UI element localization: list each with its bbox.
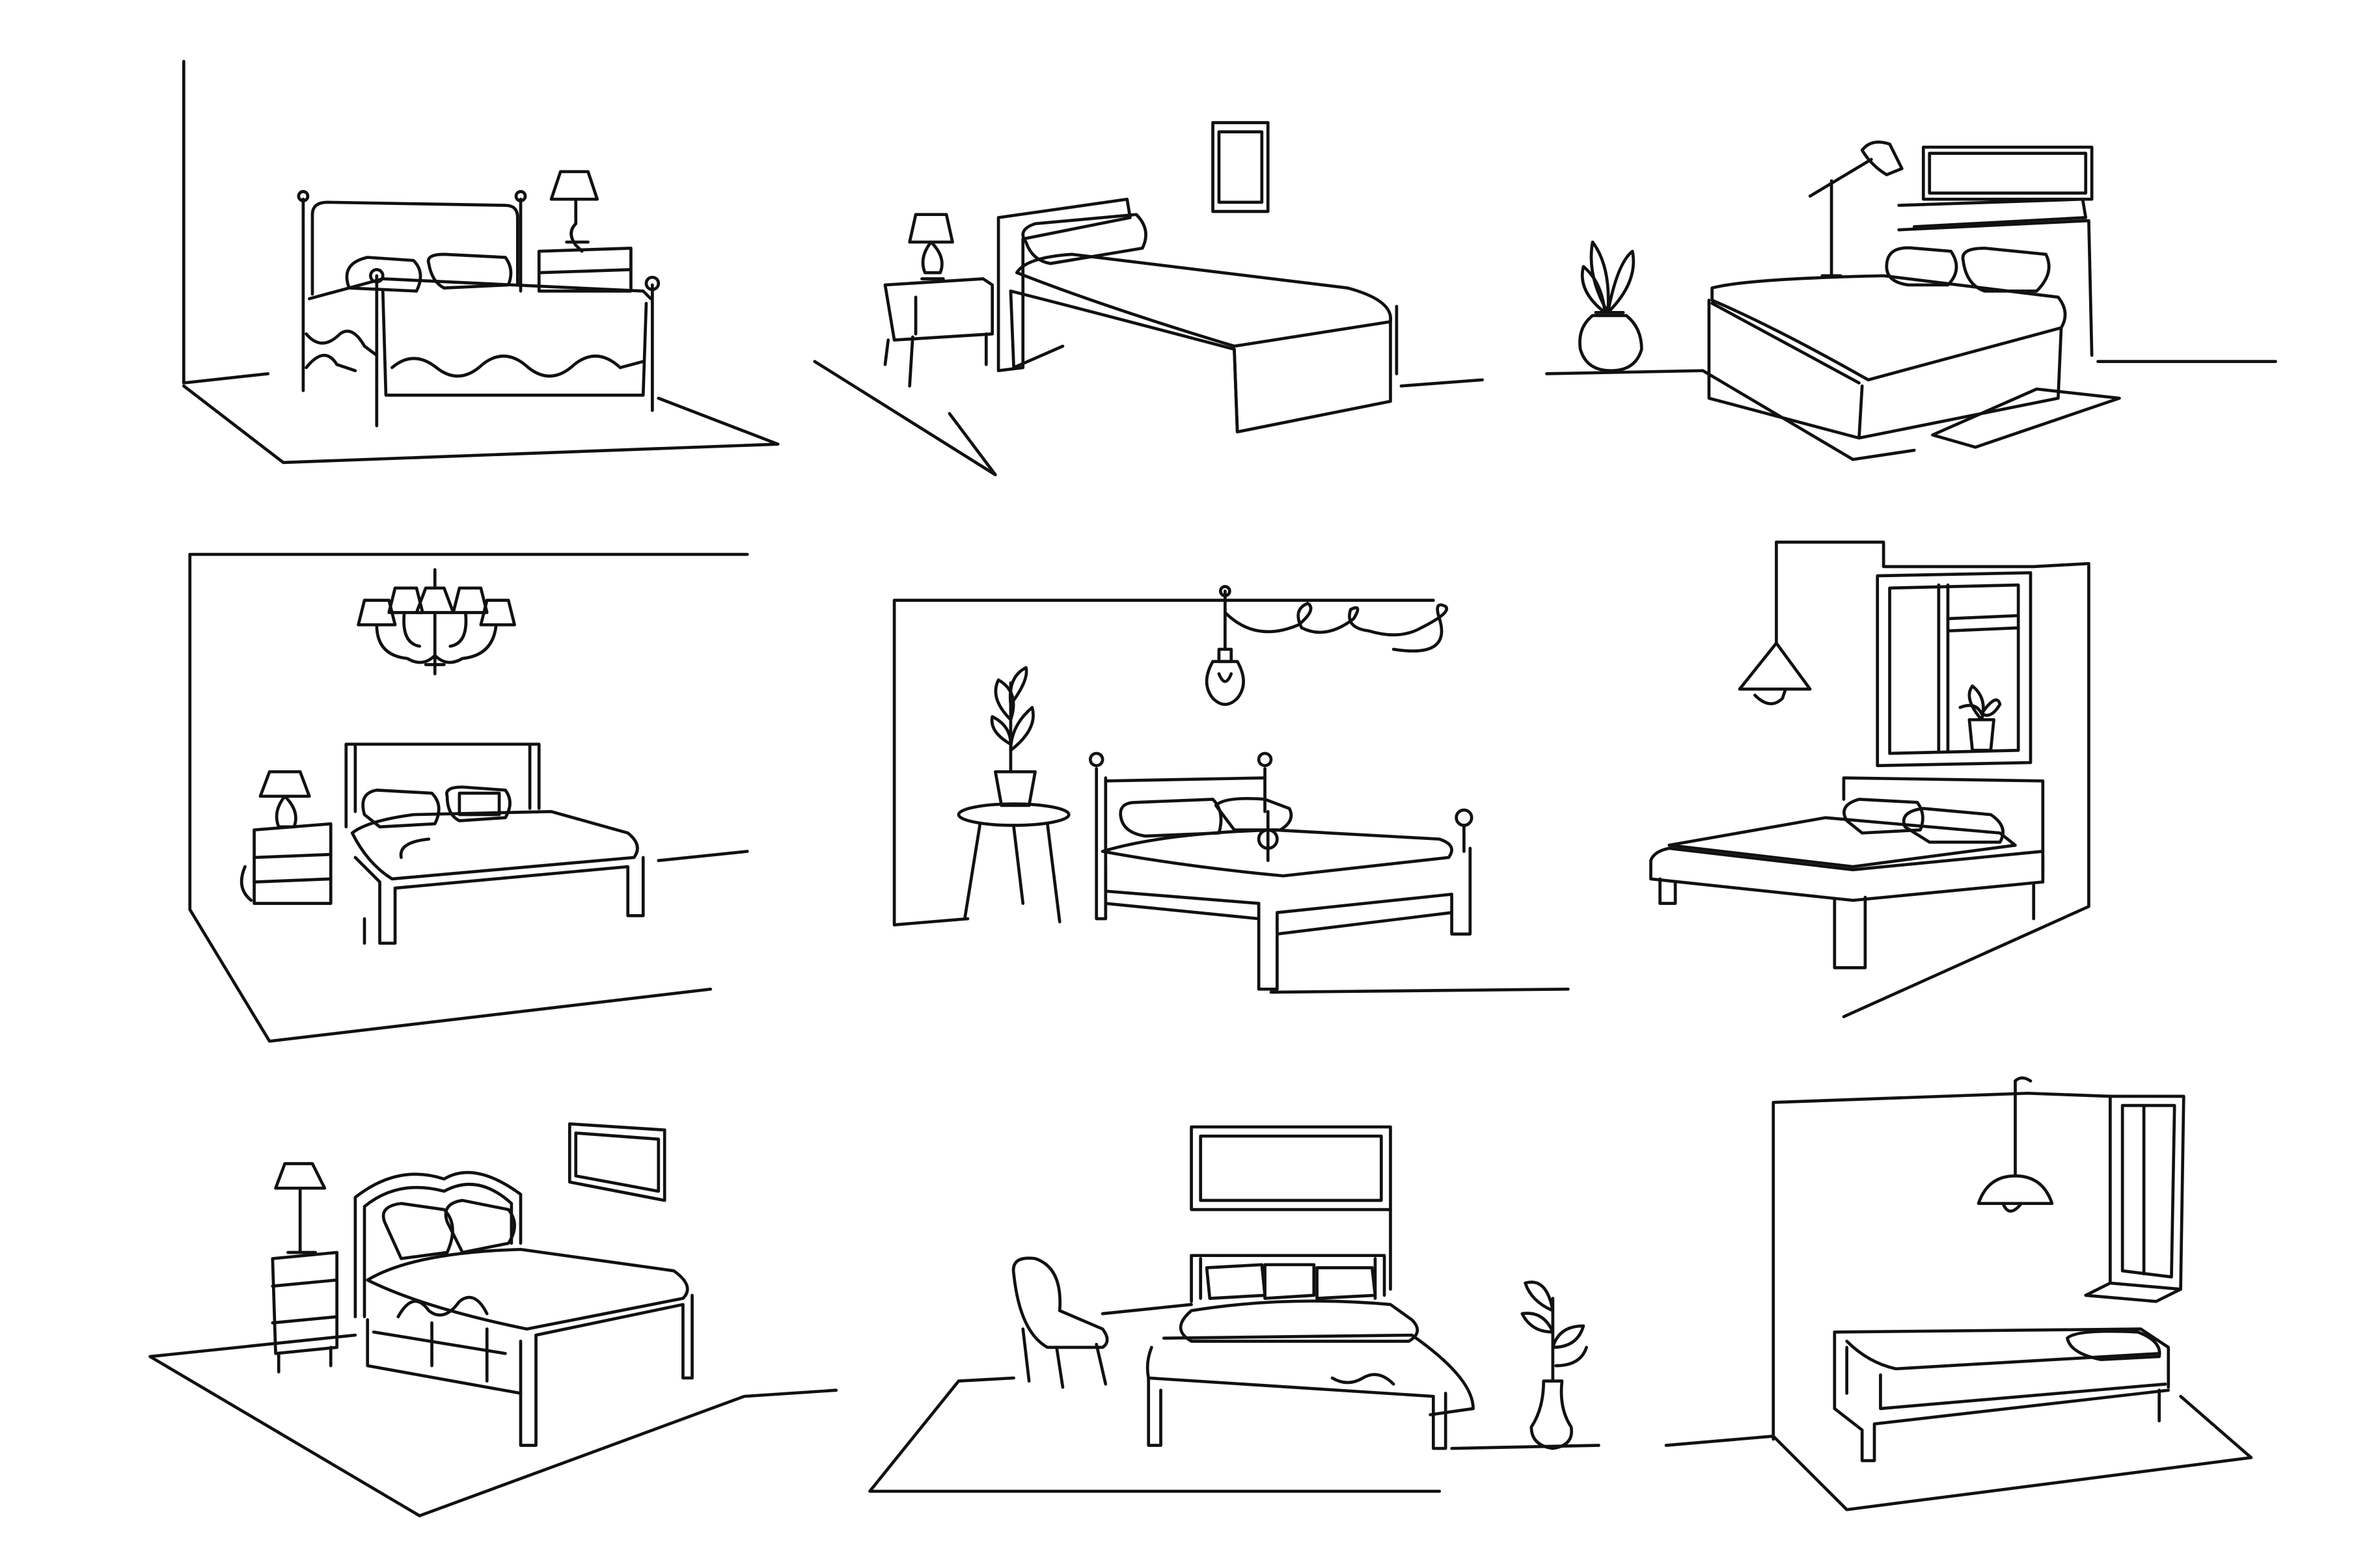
room-frame	[188, 552, 749, 912]
picture-inner	[1217, 130, 1264, 204]
bed	[1145, 1254, 1475, 1450]
floor-line	[1101, 1303, 1193, 1316]
picture-inner	[1928, 152, 2088, 195]
table-lamp	[258, 770, 311, 829]
floor-line	[892, 917, 970, 926]
rug	[148, 1333, 838, 1518]
four-poster-bed	[1088, 751, 1473, 991]
floor-line-right	[1450, 1444, 1600, 1450]
tall-window	[2084, 1094, 2185, 1303]
pendant-lamp	[1738, 642, 1812, 705]
nightstand	[271, 1250, 338, 1373]
nightstand	[883, 277, 994, 388]
floor-line	[188, 908, 713, 1043]
room-frame	[892, 599, 1435, 926]
bedroom-single-bed-with-picture	[813, 121, 1484, 477]
bedroom-four-poster-bed-with-bulb	[892, 585, 1570, 994]
hanging-bulb-with-cord	[1205, 585, 1448, 706]
table-lamp	[908, 213, 954, 280]
single-bed	[996, 197, 1399, 434]
wall-picture	[1211, 121, 1270, 213]
floor-line-right	[1399, 378, 1484, 388]
vase-with-plant	[1520, 1280, 1588, 1450]
floor-lamp-on-nightstand	[274, 1162, 327, 1254]
bedroom-daybed-with-pendant-lamp	[1664, 1076, 2253, 1511]
floor-line	[1664, 1435, 2253, 1511]
chandelier	[357, 568, 516, 675]
floor-line-right	[1269, 987, 1570, 994]
wall-line	[182, 60, 270, 385]
rug	[868, 1376, 1442, 1493]
pendant-lamp	[1977, 1076, 2054, 1213]
rug	[182, 384, 780, 465]
bedroom-bed-with-nightstand-lamp	[148, 1122, 838, 1518]
iron-bed	[297, 190, 661, 427]
bedroom-bed-with-chandelier	[188, 552, 749, 1043]
window	[1876, 571, 2033, 768]
wall-frame	[1775, 540, 2090, 1018]
bedroom-platform-bed-with-window	[1649, 540, 2090, 1018]
plant-in-vase	[1578, 240, 1643, 373]
bed	[344, 742, 645, 945]
wall-picture	[1921, 145, 2094, 201]
potted-plant-on-sill	[1958, 684, 2002, 752]
bedroom-bed-with-floor-lamp-and-plant	[1545, 141, 2277, 461]
nightstand	[240, 822, 333, 905]
bedroom-bed-with-chair-and-vase	[868, 1125, 1600, 1493]
bedroom-iron-bed-with-lamp	[182, 60, 780, 465]
rug	[1931, 387, 2121, 449]
armchair	[1011, 1256, 1109, 1389]
nightstand	[537, 247, 633, 293]
bed-with-headboard	[1707, 197, 2094, 440]
platform-bed	[1649, 776, 2045, 969]
side-table-with-plant	[957, 666, 1071, 924]
wall-picture	[568, 1122, 666, 1202]
floor-line	[813, 360, 997, 477]
table-lamp	[549, 170, 599, 253]
floor-line-corner	[2179, 1394, 2253, 1459]
wall-floor-line	[657, 850, 749, 862]
daybed	[1833, 1327, 2170, 1463]
bed	[353, 1170, 694, 1447]
wall-frame	[1772, 1091, 2112, 1441]
